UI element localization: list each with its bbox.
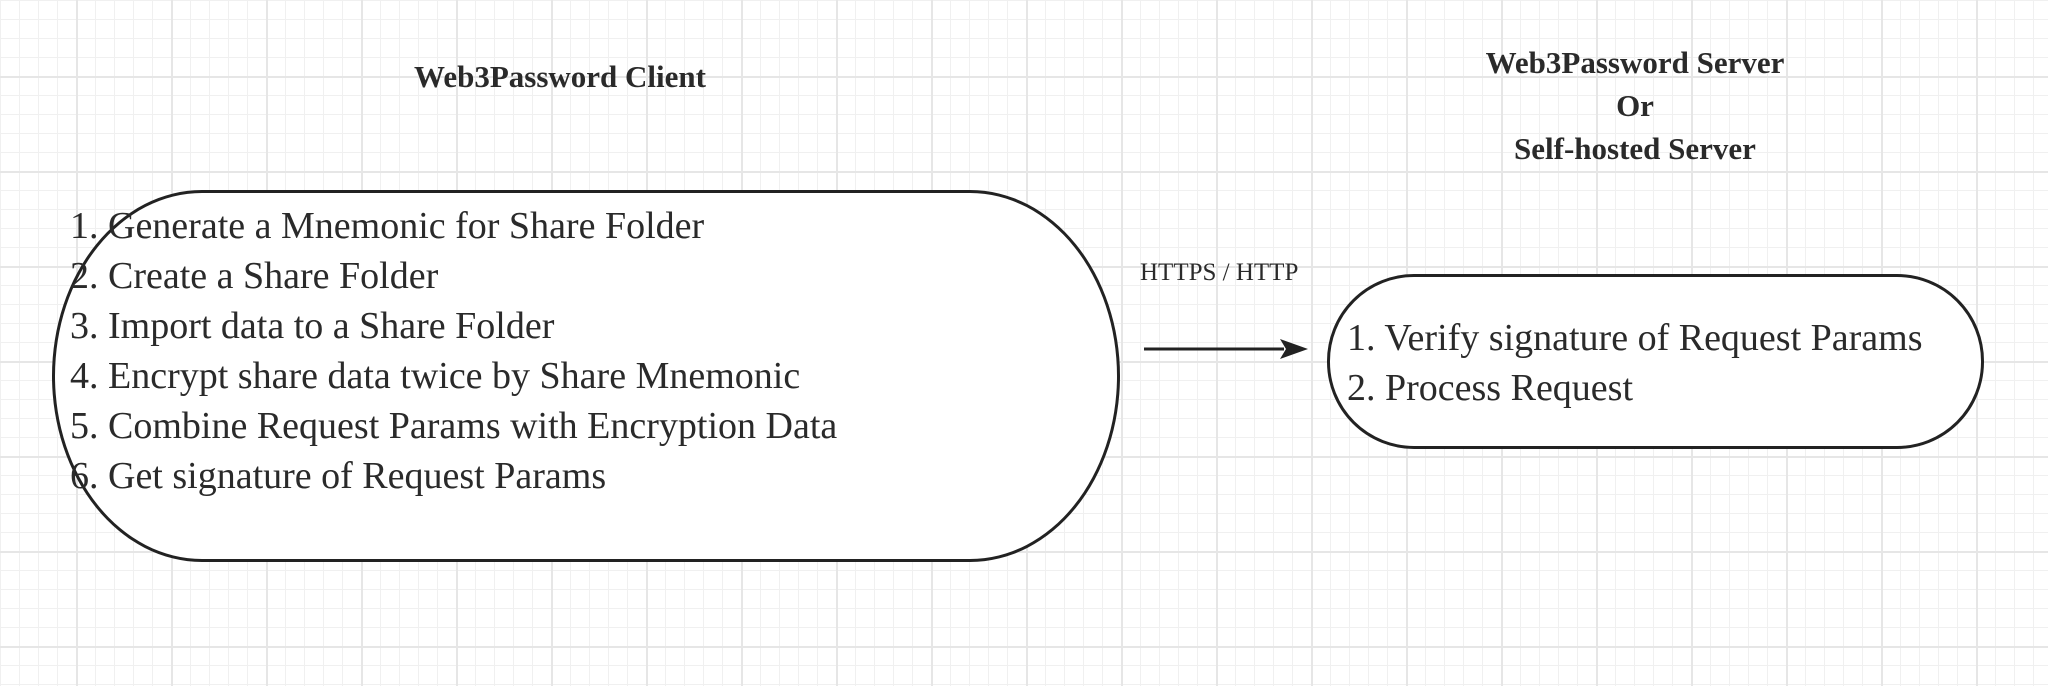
client-step: 1. Generate a Mnemonic for Share Folder (70, 205, 705, 247)
client-step: 3. Import data to a Share Folder (70, 305, 555, 347)
arrowhead-icon (1280, 339, 1308, 359)
client-step: 5. Combine Request Params with Encryptio… (70, 405, 838, 447)
client-node[interactable] (52, 190, 1120, 562)
server-title-line-2: Or (1616, 88, 1654, 123)
server-step: 2. Process Request (1347, 367, 1634, 409)
connection-arrow[interactable] (1140, 333, 1310, 365)
client-step: 4. Encrypt share data twice by Share Mne… (70, 355, 801, 397)
server-title-line-3: Self-hosted Server (1514, 131, 1756, 166)
server-title: Web3Password Server Or Self-hosted Serve… (1380, 41, 1890, 170)
client-step: 2. Create a Share Folder (70, 255, 439, 297)
server-title-line-1: Web3Password Server (1485, 45, 1785, 80)
client-step: 6. Get signature of Request Params (70, 455, 607, 497)
server-steps-list: 1. Verify signature of Request Params 2.… (1347, 313, 1923, 413)
connection-label: HTTPS / HTTP (1140, 259, 1299, 286)
server-step: 1. Verify signature of Request Params (1347, 317, 1923, 359)
server-node[interactable] (1327, 274, 1984, 449)
client-title: Web3Password Client (414, 59, 706, 94)
client-steps-list: 1. Generate a Mnemonic for Share Folder … (70, 201, 837, 501)
